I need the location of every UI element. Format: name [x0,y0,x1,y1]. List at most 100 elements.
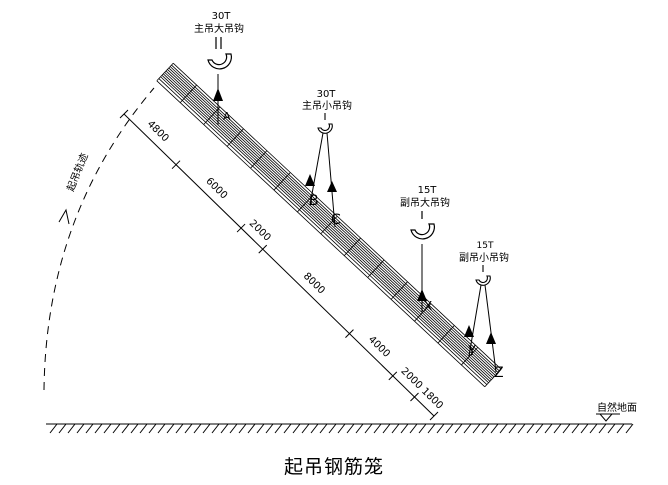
stirrup-line [343,237,361,256]
dimension-label: 1800 [419,386,445,412]
ground-hatch [562,423,571,434]
ground-hatch [184,423,193,434]
ground-hatch [85,423,94,434]
point-a-label: A [223,110,231,123]
ground-hatch [283,423,292,434]
ground [46,423,634,434]
stirrup-line [437,325,455,344]
ground-hatch [67,423,76,434]
ground-hatch [247,423,256,434]
hook-icon [317,113,333,134]
stirrup-line [367,259,385,278]
ground-hatch [625,423,634,434]
ground-hatch [139,423,148,434]
ground-hatch [220,423,229,434]
ground-hatch [157,423,166,434]
ground-hatch [409,423,418,434]
stirrup-line [156,62,174,82]
lifting-trajectory-arc [43,87,155,391]
hook-icon [410,211,435,240]
ground-label: 自然地面 [597,401,637,414]
ground-hatch [310,423,319,434]
ground-hatch [427,423,436,434]
ground-hatch [526,423,535,434]
ground-hatch [193,423,202,434]
ground-hatch [490,423,499,434]
hook-capacity: 30T [317,89,337,100]
ground-hatch [58,423,67,434]
ground-hatch [472,423,481,434]
ground-hatch [103,423,112,434]
ground-hatch [508,423,517,434]
ground-hatch [202,423,211,434]
hook-name: 副吊大吊钩 [400,196,450,209]
dimension-label: 4800 [145,119,171,145]
dimension-label: 2000 [247,218,273,244]
ground-hatch [598,423,607,434]
ground-hatch [337,423,346,434]
ground-hatch [364,423,373,434]
ground-hatch [616,423,625,434]
ground-hatch [391,423,400,434]
dimension-tick [171,160,181,170]
ground-hatch [571,423,580,434]
hook-icon [475,265,491,286]
main-big-hook: 30T 主吊大吊钩 A [194,11,244,125]
ground-hatch [481,423,490,434]
ground-hatch [454,423,463,434]
ground-hatch [229,423,238,434]
stirrup-line [250,150,268,169]
stirrup-line [461,347,479,366]
ground-hatch [355,423,364,434]
ground-hatch [607,423,616,434]
ground-hatch [400,423,409,434]
ground-hatch [535,423,544,434]
dimension-tick [429,411,439,421]
figure-caption: 起吊钢筋笼 [283,456,384,478]
ground-hatch [328,423,337,434]
ground-hatch [238,423,247,434]
ground-hatch [76,423,85,434]
ground-hatch [148,423,157,434]
ground-hatch [175,423,184,434]
ground-hatch [121,423,130,434]
ground-hatch [589,423,598,434]
point-c-label: C [331,212,341,228]
stirrup-line [414,303,432,322]
dimension-tick [236,223,246,233]
point-x-label: X [424,299,432,313]
ground-hatch [346,423,355,434]
ground-hatch [274,423,283,434]
stirrup-line [273,172,291,191]
ground-hatch [49,423,58,434]
dimension-tick [345,329,354,338]
ground-hatch [544,423,553,434]
main-small-hook: 30T 主吊小吊钩 B C [302,89,352,228]
dimension-label: 8000 [301,271,327,297]
hook-capacity: 15T [477,241,494,251]
dimension-tick [119,109,129,119]
dimension-tick [258,244,268,254]
ground-hatch [166,423,175,434]
ground-hatch [382,423,391,434]
stirrup-line [390,281,408,300]
ground-hatch [292,423,301,434]
ground-hatch [517,423,526,434]
ground-hatch [301,423,310,434]
dimension-label: 6000 [203,176,229,202]
ground-hatch [499,423,508,434]
hook-name: 主吊小吊钩 [302,100,352,112]
dimension-chain [119,109,439,421]
ground-hatch [580,423,589,434]
dimension-tick [388,371,398,381]
dimension-tick [410,392,419,402]
ground-hatch [211,423,220,434]
dimension-label: 4000 [366,334,392,360]
ground-marker [596,413,620,422]
point-b-label: B [309,193,319,209]
point-y-label: Y [467,344,476,359]
stirrup-line [484,368,502,388]
ground-hatch [463,423,472,434]
hook-icon [207,37,232,70]
